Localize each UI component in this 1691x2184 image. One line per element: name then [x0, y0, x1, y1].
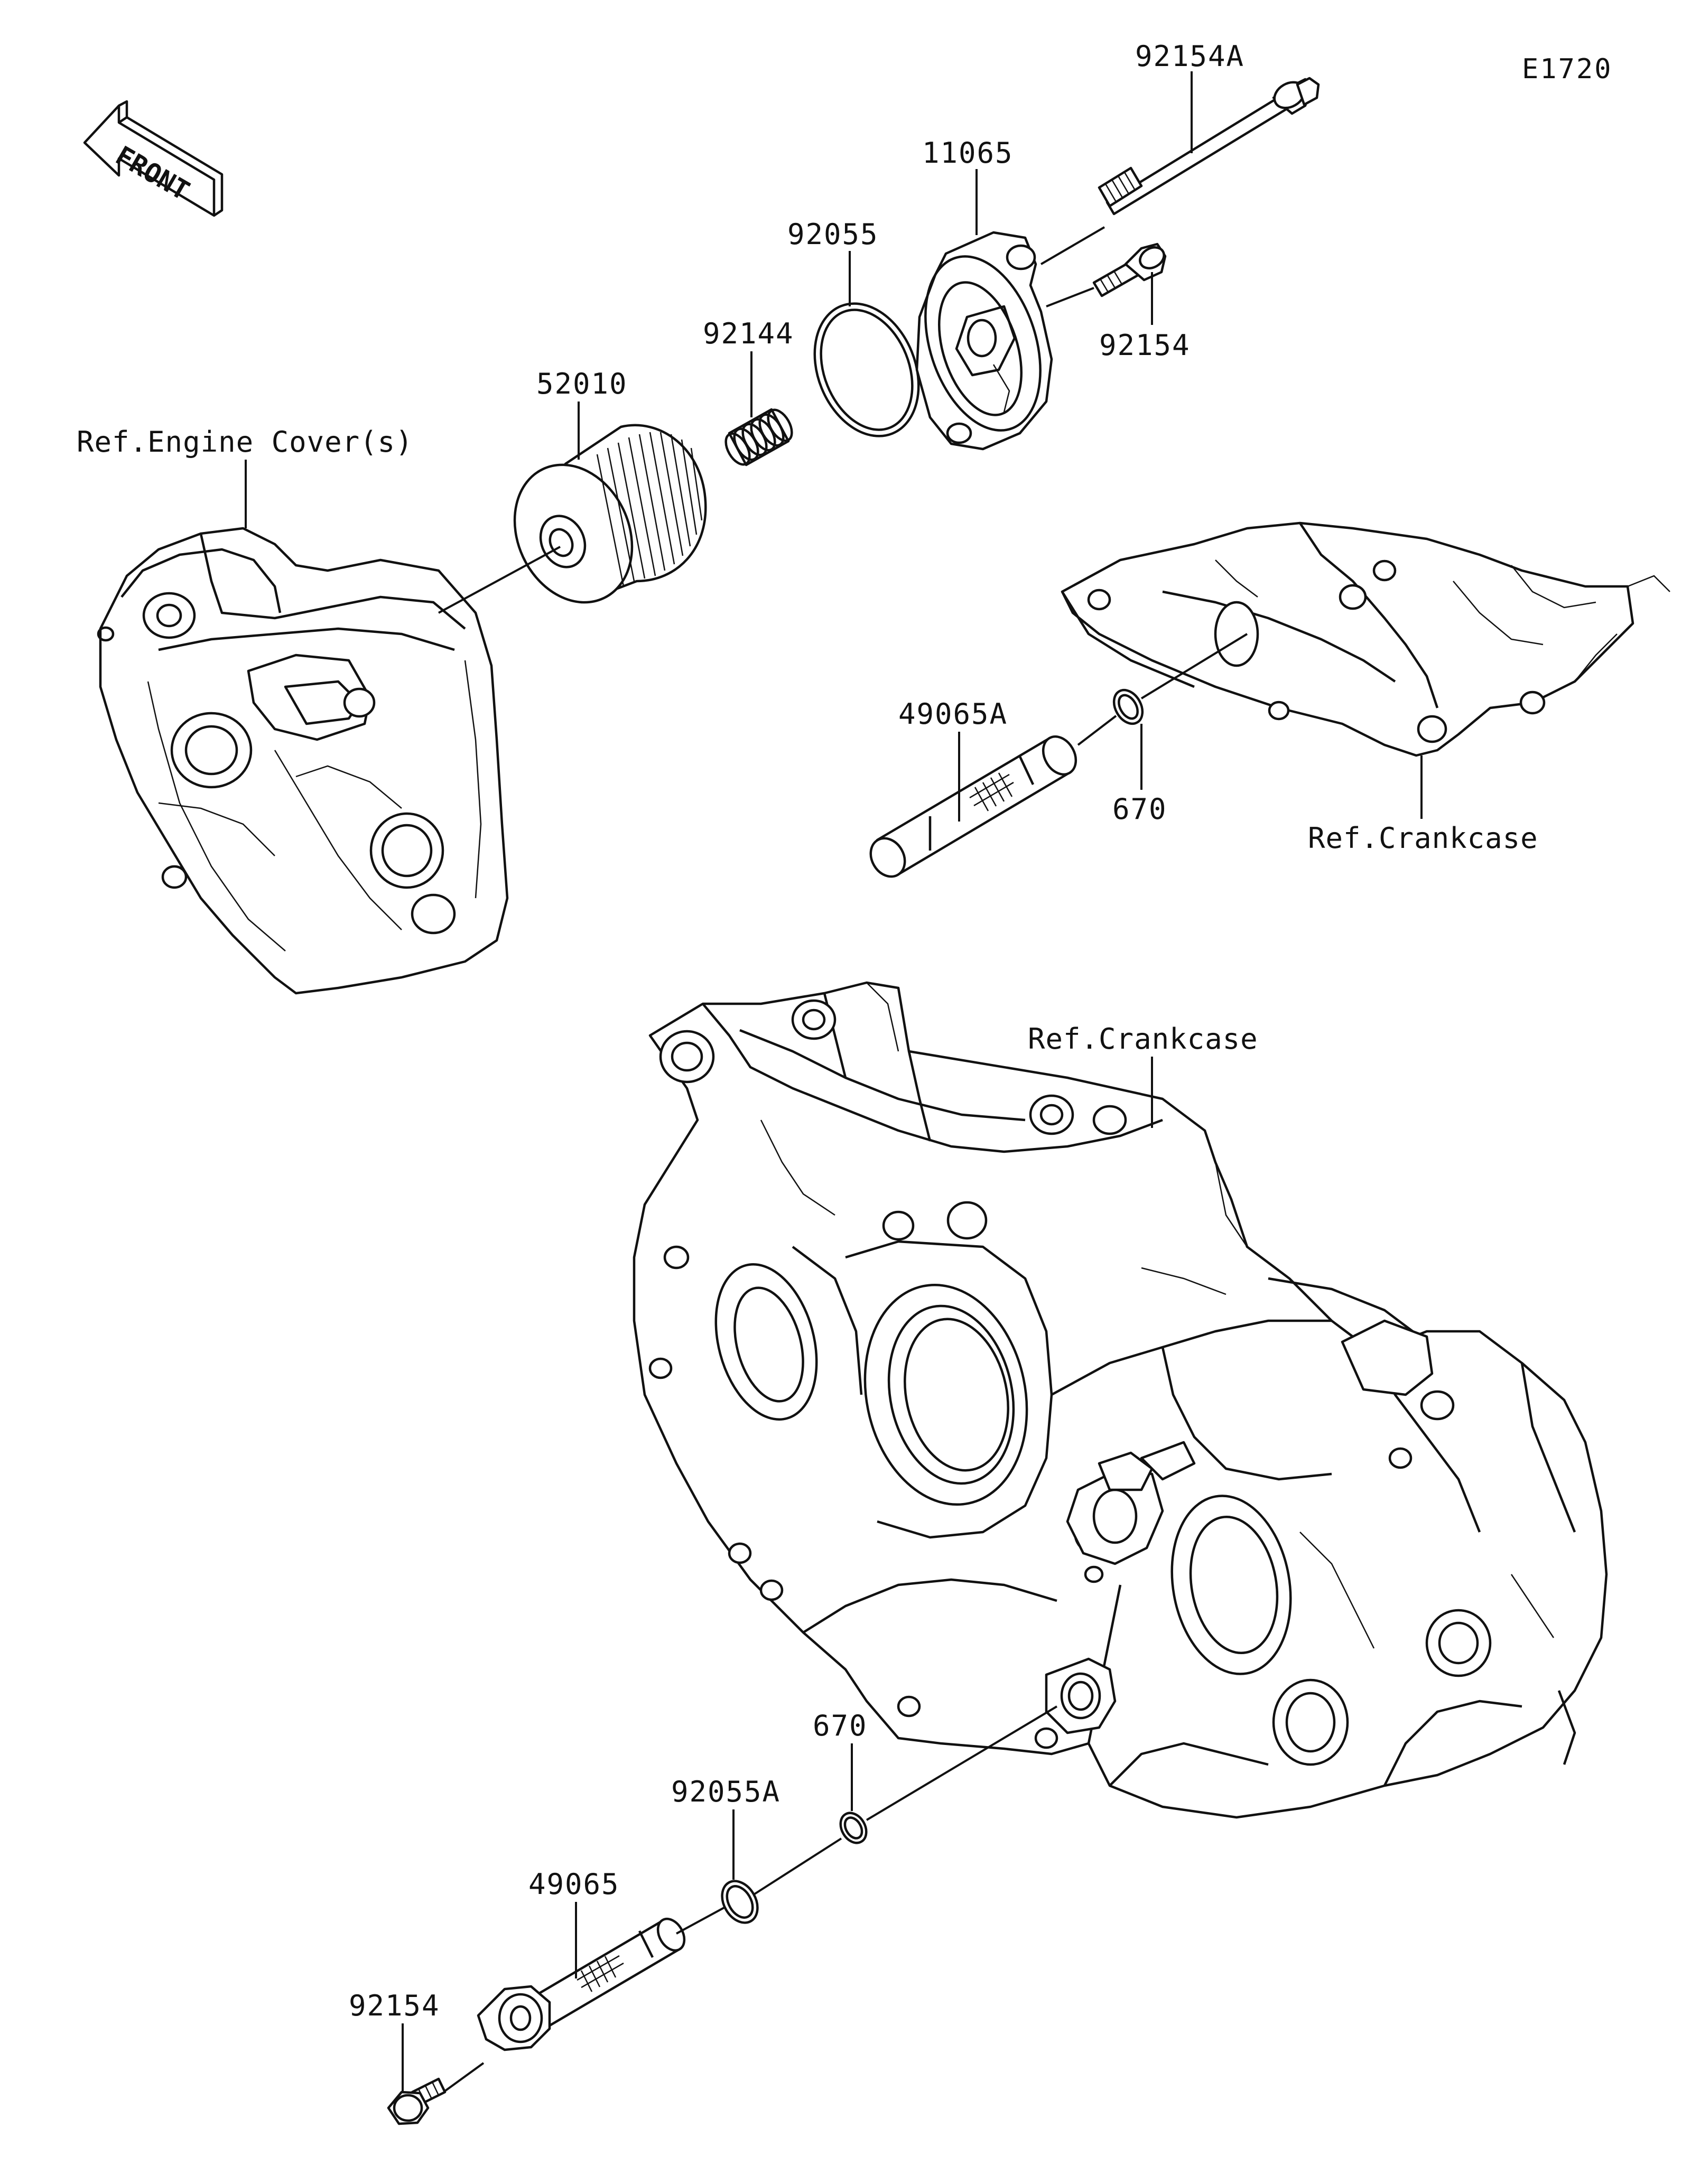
bolt-92154A: [1098, 77, 1320, 216]
crankcase-upper-ref: [1061, 521, 1670, 757]
leader-lines: [245, 71, 1423, 2093]
callout-92055: 92055: [787, 218, 879, 251]
oil-filter-52010: [513, 424, 707, 604]
callout-ref-crankcase-main: Ref.Crankcase: [1028, 1022, 1258, 1056]
diagram-code: E1720: [1522, 53, 1613, 85]
callout-670-top: 670: [1112, 792, 1167, 826]
callout-92154-bottom: 92154: [349, 1989, 440, 2022]
bolt-92154-top: [1092, 242, 1167, 297]
o-ring-92055: [813, 302, 920, 437]
filter-cover-11065: [915, 231, 1053, 451]
crankcase-main-ref: [633, 981, 1608, 1819]
callout-52010: 52010: [536, 367, 628, 400]
o-ring-670-bottom: [839, 1812, 868, 1844]
o-ring-670-top: [1112, 688, 1144, 725]
callout-670-bottom: 670: [813, 1709, 868, 1742]
callout-11065: 11065: [922, 136, 1014, 170]
oil-strainer-49065A: [869, 735, 1077, 878]
o-ring-92055A-inner: [726, 1885, 754, 1919]
callout-92154-top: 92154: [1099, 329, 1191, 362]
callout-92154A: 92154A: [1135, 40, 1244, 73]
callout-49065: 49065: [528, 1868, 620, 1901]
oil-strainer-49065: [477, 1917, 686, 2051]
front-arrow-icon: FRONT: [83, 100, 224, 217]
callout-ref-engine-cover: Ref.Engine Cover(s): [77, 425, 413, 459]
o-ring-92055A: [721, 1880, 759, 1924]
o-ring-670-top-inner: [1118, 694, 1139, 720]
callout-92055A: 92055A: [671, 1775, 781, 1808]
callout-49065A: 49065A: [898, 697, 1008, 731]
engine-cover-drawing: [97, 527, 509, 995]
bolt-92154-bottom: [387, 2077, 447, 2125]
o-ring-670-bottom-inner: [843, 1816, 863, 1840]
callout-ref-crankcase-top: Ref.Crankcase: [1308, 822, 1538, 855]
spring-92144: [724, 408, 793, 466]
callout-92144: 92144: [703, 317, 794, 350]
